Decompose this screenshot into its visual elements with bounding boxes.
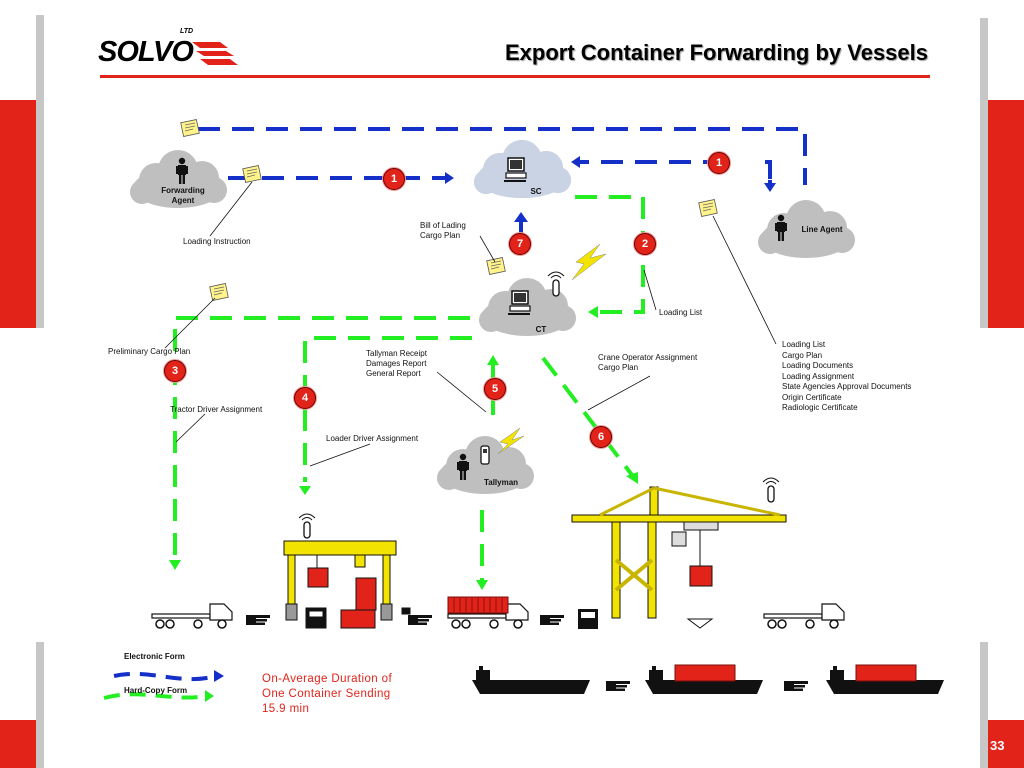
gantry-loader [283, 540, 411, 629]
step-badge-7: 7 [509, 233, 531, 255]
note-icon [242, 165, 262, 183]
step-badge-1: 1 [383, 168, 405, 190]
left-red-block-top [0, 100, 36, 328]
preliminary-cargo-plan-label: Preliminary Cargo Plan [108, 347, 191, 356]
ct-computer-icon [507, 290, 531, 315]
arrow-to-sc-icon [445, 172, 454, 184]
ct-label: CT [535, 325, 547, 334]
line-agent-label: Line Agent [801, 225, 843, 234]
arrow-to-crane-icon [626, 472, 638, 484]
step-badge-3: 3 [164, 360, 186, 382]
list-item: Origin Certificate [782, 392, 842, 402]
page-title: Export Container Forwarding by Vessels [505, 40, 928, 65]
arrow-to-ct-from-tallyman-icon [487, 355, 499, 365]
right-red-block-top [988, 100, 1024, 328]
trailer-container [447, 596, 509, 614]
loader-antenna-icon [298, 513, 316, 539]
left-grey-bar-top [36, 15, 44, 328]
arrow-to-line-agent-icon [764, 183, 776, 192]
sc-label: SC [530, 187, 542, 196]
arrow-to-truck-icon [476, 580, 488, 590]
arrow-ct-to-sc-icon [514, 212, 528, 222]
callout-lines [164, 181, 777, 467]
list-item: Cargo Plan [782, 350, 823, 360]
title-divider [100, 75, 930, 78]
note-icon [180, 119, 200, 137]
hand-arrow-icon [408, 615, 432, 625]
tractor-trailer-1 [151, 603, 233, 629]
logo-ltd: LTD [180, 28, 194, 35]
loader-driver-label: Loader Driver Assignment [326, 434, 419, 443]
legend-electronic-label: Electronic Form [124, 652, 185, 661]
left-grey-bar-bottom [36, 642, 44, 768]
tallyman-label: Tallyman [483, 478, 519, 487]
arrow-to-ct-icon [588, 306, 598, 318]
ship-empty [472, 666, 590, 694]
tallyman-radio-icon [480, 445, 490, 465]
step-badge-1b: 1 [708, 152, 730, 174]
line-agent-documents-list: Loading List Cargo Plan Loading Document… [782, 340, 911, 414]
right-red-block-bottom [988, 720, 1024, 768]
tractor-driver-label: Tractor Driver Assignment [170, 405, 263, 414]
down-arrow-icon [686, 618, 714, 629]
step-badge-5: 5 [484, 378, 506, 400]
loading-list-label: Loading List [659, 308, 703, 317]
wireless-lightning-icon [571, 243, 607, 281]
legend-electronic-line [113, 670, 224, 682]
list-item: Loading List [782, 340, 826, 349]
step-badge-6: 6 [590, 426, 612, 448]
legend-hardcopy-line [103, 690, 214, 702]
logo-stripes-icon [192, 42, 238, 65]
step-badge-2: 2 [634, 233, 656, 255]
hand-arrow-icon [784, 681, 808, 691]
hand-arrow-icon [246, 615, 270, 625]
list-item: State Agencies Approval Documents [782, 382, 912, 391]
note-icon [209, 283, 229, 301]
note-icon [698, 199, 718, 217]
loading-instruction-label: Loading Instruction [183, 237, 251, 246]
right-grey-bar-top [980, 18, 988, 328]
list-item: Radiologic Certificate [782, 403, 858, 412]
list-item: Loading Assignment [782, 371, 855, 381]
arrow-to-tractor-icon [169, 560, 181, 570]
crane-antenna-icon [762, 477, 780, 503]
hand-arrow-icon [606, 681, 630, 691]
note-icon [486, 257, 506, 275]
arrow-to-sc-right-icon [571, 156, 580, 168]
electronic-flows [198, 127, 807, 185]
page-number: 33 [990, 738, 1005, 753]
legend-hardcopy-label: Hard-Copy Form [124, 686, 188, 695]
forwarding-agent-label: Forwarding Agent [161, 186, 205, 205]
right-grey-bar-bottom [980, 642, 988, 768]
hand-arrow-icon [540, 615, 564, 625]
arrow-to-loader-icon [299, 486, 311, 495]
tractor-trailer-3 [763, 603, 845, 629]
hardcopy-flows [173, 195, 645, 580]
logo-text: SOLVO [98, 36, 194, 68]
step-badge-4: 4 [294, 387, 316, 409]
wireless-lightning-icon [497, 427, 525, 455]
list-item: Loading Documents [782, 361, 854, 370]
ship-crane [571, 486, 787, 619]
sc-computer-icon [503, 157, 527, 182]
left-red-block-bottom [0, 720, 36, 768]
